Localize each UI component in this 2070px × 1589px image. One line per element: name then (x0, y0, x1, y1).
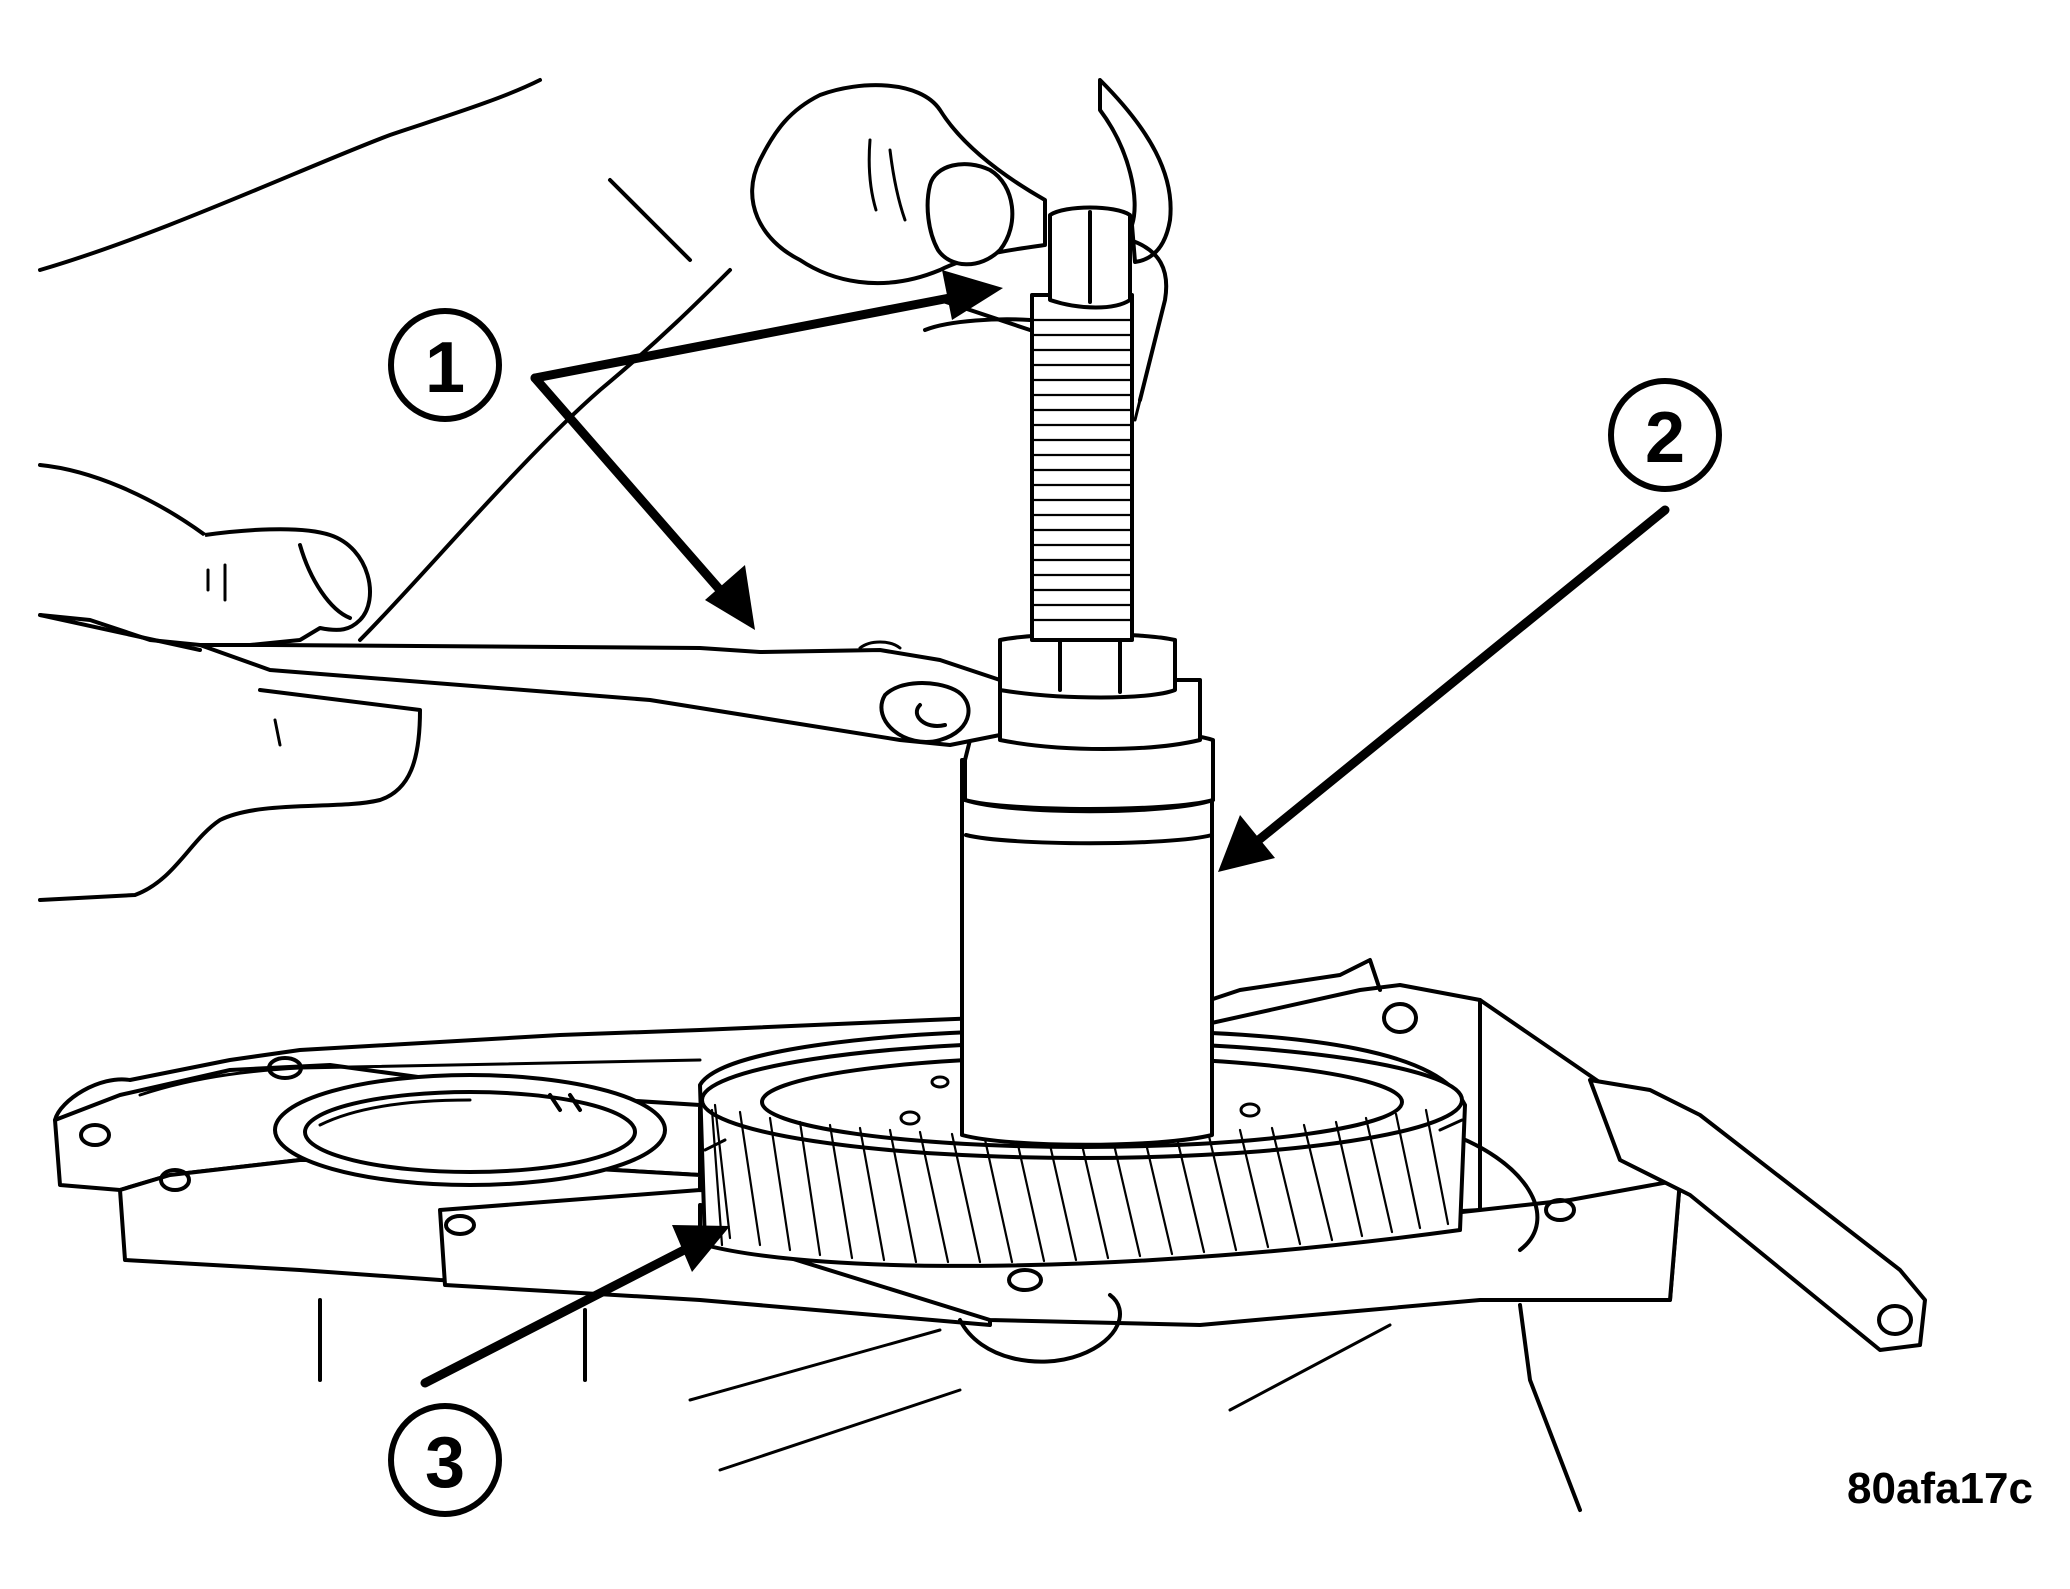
leader-1a (530, 270, 1003, 383)
callout-2: 2 (1608, 378, 1722, 492)
callout-1-label: 1 (425, 328, 465, 408)
figure-code: 80afa17c (1847, 1464, 2033, 1513)
leader-1b (530, 373, 755, 630)
callout-3: 3 (388, 1403, 502, 1517)
callout-2-label: 2 (1645, 398, 1685, 478)
forcing-screw (1030, 205, 1134, 642)
wrench (198, 640, 1002, 747)
installer-tool (960, 632, 1215, 1147)
gear-teeth (703, 1103, 1464, 1264)
upper-hand (38, 78, 1173, 642)
leader-2 (1218, 505, 1670, 872)
callout-3-label: 3 (425, 1423, 465, 1503)
lower-hand (38, 463, 422, 902)
callout-1: 1 (388, 308, 502, 422)
leader-3 (420, 1225, 730, 1388)
